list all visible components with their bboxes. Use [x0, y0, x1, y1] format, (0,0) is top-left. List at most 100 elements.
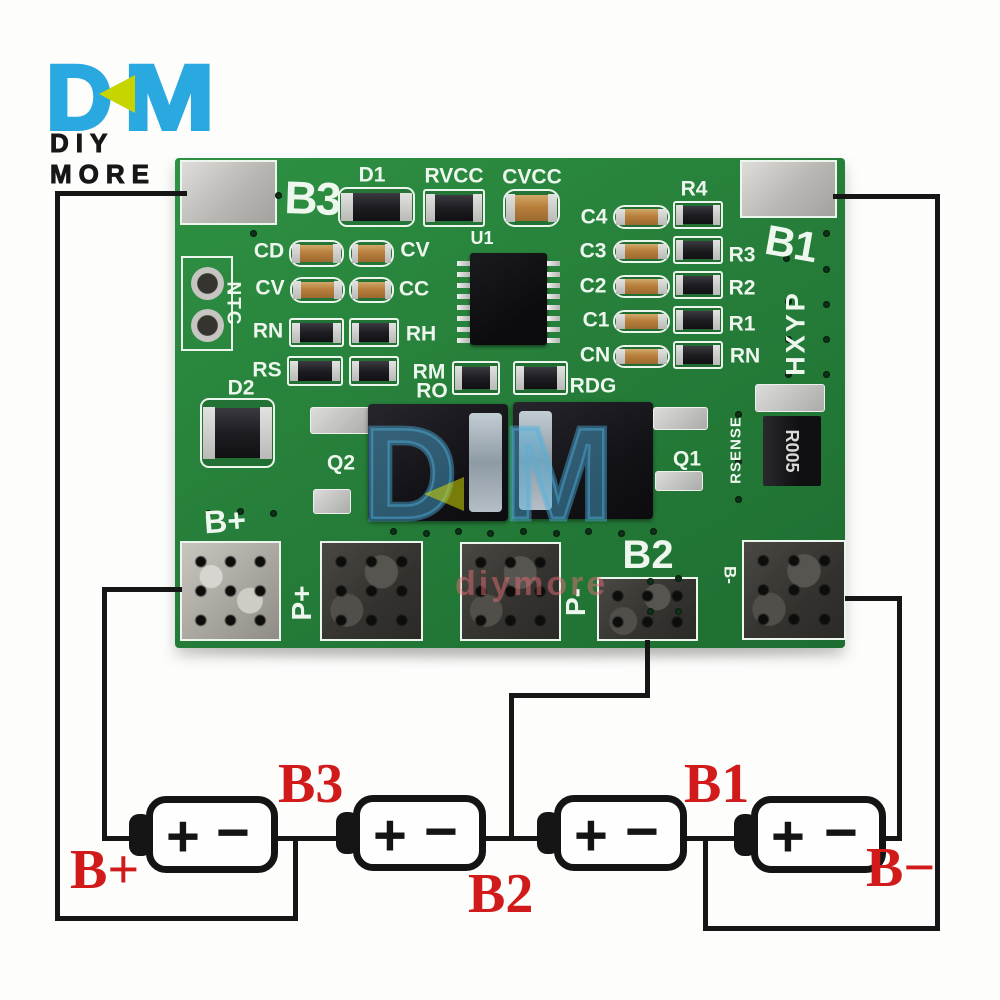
cap-cv-a-body	[296, 281, 339, 299]
cell-4-minus-symbol: −	[824, 800, 858, 865]
silkscreen-rsense: RSENSE	[727, 416, 745, 484]
silkscreen-pminus: P-	[560, 588, 591, 616]
label-b2: B2	[468, 863, 534, 925]
cap-cd-b-body	[354, 244, 389, 263]
res-rs-a-body	[293, 361, 337, 381]
res-rs-a	[287, 356, 343, 386]
cap-c3-end-right	[658, 243, 667, 260]
via-28	[647, 608, 654, 615]
res-rn-right-end-left	[675, 345, 684, 365]
cap-c4-end-left	[616, 209, 625, 225]
pad-pminus	[460, 542, 561, 641]
smd-q1-a	[653, 407, 708, 430]
via-2	[783, 255, 790, 262]
silkscreen-r2: R2	[728, 276, 756, 300]
pad-pminus-holes	[466, 548, 555, 635]
ic-u1-pin-r2	[547, 283, 560, 288]
cap-c4	[613, 205, 670, 229]
pad-bplus-holes	[186, 547, 275, 635]
res-r4	[673, 201, 723, 229]
ic-u1-pin-r4	[547, 305, 560, 310]
wire-bminus-v	[897, 596, 902, 841]
cap-c1-body	[619, 314, 664, 329]
cap-cv-b	[349, 277, 394, 303]
silkscreen-rn-left: RN	[252, 319, 284, 343]
ic-u1-pin-l4	[457, 305, 470, 310]
smd-q2-b	[313, 489, 351, 514]
silkscreen-b2-board: B2	[622, 533, 674, 577]
ic-u1-pin-r6	[547, 327, 560, 332]
res-r2-body	[679, 275, 717, 295]
res-rs-a-end-left	[290, 360, 299, 382]
ic-u1-pin-l3	[457, 294, 470, 299]
wire-b1-right-v	[935, 194, 940, 931]
smd-q2-a	[310, 407, 372, 434]
res-rn-right	[673, 341, 723, 369]
silkscreen-hxyp: HXYP	[780, 290, 811, 376]
via-22	[553, 530, 560, 537]
silkscreen-q2: Q2	[326, 451, 356, 475]
res-r3-end-left	[675, 240, 684, 260]
res-r1-end-right	[712, 310, 721, 330]
silkscreen-ro: RO	[416, 379, 448, 403]
pad-bminus	[742, 540, 846, 640]
via-19	[455, 528, 462, 535]
wire-b3-rise-v	[293, 836, 298, 921]
silkscreen-pplus: P+	[286, 585, 317, 621]
cap-c2-body	[619, 279, 664, 294]
ic-u1-pin-l1	[457, 272, 470, 277]
cap-cd-b-end-left	[351, 244, 359, 263]
via-16	[270, 510, 277, 517]
ic-u1-pin-l0	[457, 261, 470, 266]
via-18	[423, 530, 430, 537]
silkscreen-bminus-pad: B-	[720, 566, 740, 584]
mosfet-left-tab	[468, 413, 503, 512]
silkscreen-c3: C3	[579, 239, 607, 263]
cap-cd-a	[289, 240, 344, 267]
cell-2-terminal-nub	[336, 812, 359, 854]
res-rvcc-end-left	[426, 194, 436, 222]
label-bplus: B+	[70, 839, 140, 901]
res-rn-b-end-left	[351, 322, 360, 343]
res-rn-b-end-right	[388, 322, 397, 343]
cap-cn-end-left	[616, 348, 625, 365]
wire-b1-bottom-h	[703, 926, 940, 931]
wire-b1-top-h	[833, 194, 940, 199]
wire-b3-left-v	[55, 191, 60, 921]
res-rn-a	[289, 318, 344, 347]
ntc-connector-hole-2	[191, 309, 224, 342]
silkscreen-rm: RM	[412, 360, 446, 384]
cap-cv-a	[290, 277, 345, 303]
ic-u1-pin-l6	[457, 327, 470, 332]
res-rs-b-end-left	[351, 360, 360, 382]
via-17	[390, 528, 397, 535]
res-r2	[673, 271, 723, 299]
res-r4-end-left	[675, 205, 684, 225]
via-3	[823, 230, 830, 237]
res-ro-a-end-left	[454, 366, 462, 390]
mosfet-right	[513, 402, 653, 519]
res-r2-end-left	[675, 275, 684, 295]
silkscreen-cn: CN	[579, 343, 611, 367]
wire-b3-top-h	[55, 191, 187, 196]
cell-1-plus-symbol: +	[166, 804, 200, 869]
silkscreen-c4: C4	[580, 205, 608, 229]
res-r2-end-right	[712, 275, 721, 295]
via-11	[735, 458, 742, 465]
res-ro-b-end-left	[516, 366, 525, 390]
cap-cd-a-end-right	[332, 244, 341, 263]
logo-triangle-icon	[99, 75, 135, 113]
cap-cv-a-end-left	[293, 281, 302, 299]
via-8	[823, 336, 830, 343]
silkscreen-q1: Q1	[672, 447, 702, 471]
diode-d2-body	[208, 407, 267, 459]
res-ro-b	[513, 361, 568, 395]
silkscreen-rvcc: RVCC	[424, 164, 484, 188]
cap-c4-end-right	[658, 209, 667, 225]
res-r1-body	[679, 310, 717, 330]
wire-b2-h	[509, 693, 650, 698]
ic-u1-pin-r5	[547, 316, 560, 321]
res-rvcc-end-right	[472, 194, 482, 222]
via-13	[735, 411, 742, 418]
wire-link-bplus	[102, 836, 148, 841]
